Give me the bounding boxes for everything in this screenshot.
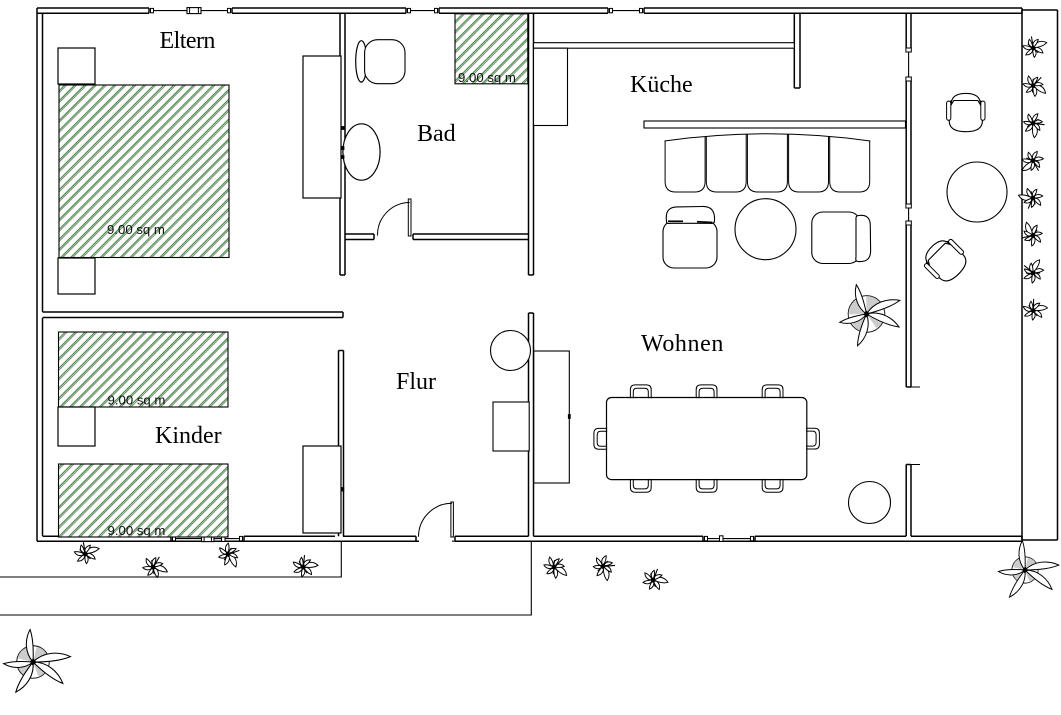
svg-text:Flur: Flur [396, 369, 436, 395]
svg-text:9.00 sq m: 9.00 sq m [108, 392, 166, 407]
svg-text:9.00 sq m: 9.00 sq m [108, 523, 166, 538]
svg-text:9.00 sq m: 9.00 sq m [458, 70, 516, 85]
svg-text:9.00 sq m: 9.00 sq m [107, 222, 165, 237]
svg-text:Kinder: Kinder [155, 423, 222, 449]
svg-text:Bad: Bad [417, 121, 456, 147]
svg-text:Eltern: Eltern [160, 28, 216, 54]
svg-text:Küche: Küche [630, 72, 693, 98]
svg-text:Wohnen: Wohnen [641, 331, 724, 357]
